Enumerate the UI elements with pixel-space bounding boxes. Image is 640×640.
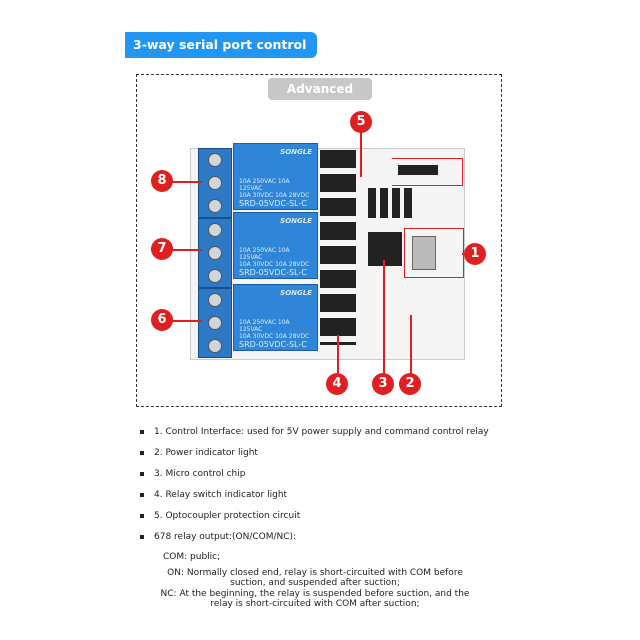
note-nc: NC: At the beginning, the relay is suspe…: [160, 589, 470, 609]
feature-list: 1. Control Interface: used for 5V power …: [140, 425, 489, 551]
leader-line: [172, 249, 202, 251]
callout-1: 1: [464, 243, 486, 265]
product-frame: [136, 74, 502, 407]
feature-item: 2. Power indicator light: [140, 446, 489, 467]
callout-2: 2: [399, 373, 421, 395]
callout-box-header: [392, 158, 463, 186]
smd-components: [368, 188, 412, 218]
optocouplers: [320, 150, 356, 345]
callout-4: 4: [326, 373, 348, 395]
terminal-block-1: [198, 148, 232, 218]
feature-item: 3. Micro control chip: [140, 467, 489, 488]
feature-item: 1. Control Interface: used for 5V power …: [140, 425, 489, 446]
callout-5: 5: [350, 111, 372, 133]
mcu-chip: [368, 232, 402, 266]
callout-6: 6: [151, 309, 173, 331]
feature-item: 678 relay output:(ON/COM/NC):: [140, 530, 489, 551]
callout-box-usb: [404, 228, 464, 278]
callout-8: 8: [151, 170, 173, 192]
pin-header: [398, 165, 438, 175]
leader-line: [337, 335, 339, 375]
page-title: 3-way serial port control relay: [125, 32, 317, 78]
terminal-block-2: [198, 218, 232, 288]
feature-item: 4. Relay switch indicator light: [140, 488, 489, 509]
usb-c-port: [412, 236, 436, 270]
leader-line: [172, 320, 202, 322]
leader-line: [360, 132, 362, 177]
note-on: ON: Normally closed end, relay is short-…: [167, 568, 463, 588]
leader-line: [172, 181, 202, 183]
note-com: COM: public;: [163, 552, 221, 562]
leader-line: [383, 260, 385, 375]
terminal-block-3: [198, 288, 232, 358]
leader-line: [410, 315, 412, 375]
edition-badge: Advanced Edition: [268, 78, 372, 118]
callout-7: 7: [151, 238, 173, 260]
callout-3: 3: [372, 373, 394, 395]
feature-item: 5. Optocoupler protection circuit: [140, 509, 489, 530]
